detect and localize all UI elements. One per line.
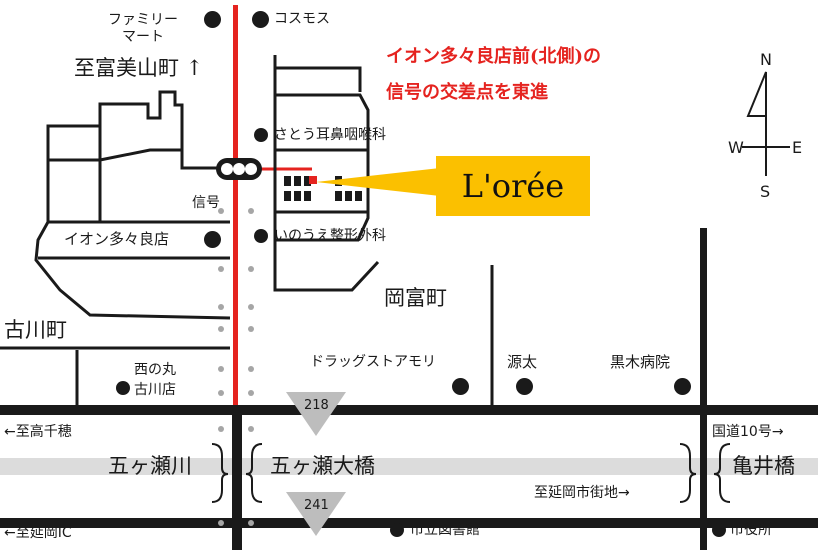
familymart-label: ファミリーマート (108, 12, 178, 45)
area-furukawa-label: 古川町 (4, 318, 67, 342)
road-dot (248, 208, 254, 214)
road-dot (218, 208, 224, 214)
road-dot (218, 390, 224, 396)
road-dot (248, 366, 254, 372)
signal-label: 信号 (192, 195, 220, 211)
bridge-brackets (211, 443, 731, 503)
bridge-gokase-label: 五ヶ瀬大橋 (270, 454, 375, 478)
compass-s-label: S (760, 182, 771, 201)
drugstore-marker-icon (452, 378, 469, 395)
to-nobeoka-ic-label: ←至延岡IC (4, 525, 72, 541)
road-dot (218, 366, 224, 372)
route-218-shield-icon (286, 392, 346, 436)
shop-callout-pointer (316, 168, 440, 196)
route-218-label: 218 (304, 398, 329, 413)
kuroki-label: 黒木病院 (610, 353, 671, 371)
sato-ent-marker-icon (254, 128, 268, 142)
road-dot (248, 520, 254, 526)
familymart-marker-icon (204, 11, 221, 28)
river-gokase-label: 五ヶ瀬川 (108, 454, 192, 478)
road-dot (248, 426, 254, 432)
aeon-marker-icon (204, 231, 221, 248)
route-241-shield-icon (286, 492, 346, 536)
right-building-outline (273, 55, 380, 292)
right-vertical-road (700, 228, 707, 550)
inoue-label: いのうえ整形外科 (274, 228, 386, 244)
library-marker-icon (390, 523, 404, 537)
genta-marker-icon (516, 378, 533, 395)
cosmos-label: コスモス (274, 11, 330, 27)
compass-n-label: N (760, 50, 772, 69)
nishinomaru-label: 西の丸 古川店 (134, 362, 176, 398)
river-band (0, 458, 818, 475)
road-dot (248, 326, 254, 332)
traffic-signal-icon (216, 158, 262, 180)
genta-label: 源太 (507, 353, 538, 371)
compass-rose-icon (742, 71, 790, 176)
city-hall-label: 市役所 (730, 522, 772, 538)
shop-name-callout: L'orée (436, 156, 590, 216)
city-hall-marker-icon (712, 523, 726, 537)
main-vertical-road (232, 405, 242, 550)
cosmos-marker-icon (252, 11, 269, 28)
library-label: 市立図書館 (410, 522, 480, 538)
road-dot (218, 266, 224, 272)
road-dot (218, 520, 224, 526)
inoue-marker-icon (254, 229, 268, 243)
area-tomi-miyama-label: 至富美山町 ↑ (74, 56, 204, 80)
route-241-label: 241 (304, 498, 329, 513)
road-dot (248, 390, 254, 396)
drugstore-label: ドラッグストアモリ (310, 354, 436, 370)
aeon-label: イオン多々良店 (64, 230, 170, 248)
bridge-kamei-label: 亀井橋 (732, 454, 795, 478)
compass-e-label: E (792, 138, 803, 157)
to-downtown-label: 至延岡市街地→ (534, 485, 630, 501)
road-dot (248, 266, 254, 272)
compass-w-label: W (728, 138, 744, 157)
road-dot (218, 426, 224, 432)
shop-location-marker (309, 176, 317, 184)
direction-note-line2: 信号の交差点を東進 (386, 82, 548, 103)
red-route-vertical (233, 5, 238, 405)
area-okatomi-label: 岡富町 (384, 286, 447, 310)
upper-horizontal-road (0, 405, 818, 415)
to-takachiho-label: ←至高千穂 (4, 424, 72, 440)
road-dot (218, 304, 224, 310)
road-dot (248, 304, 254, 310)
road-dot (218, 326, 224, 332)
kuroki-marker-icon (674, 378, 691, 395)
direction-note-line1: イオン多々良店前(北側)の (386, 46, 602, 67)
lower-horizontal-road (0, 518, 818, 528)
route-10-label: 国道10号→ (712, 424, 784, 440)
sato-ent-label: さとう耳鼻咽喉科 (274, 127, 386, 143)
nishinomaru-marker-icon (116, 381, 130, 395)
aeon-building-outline (34, 90, 231, 320)
